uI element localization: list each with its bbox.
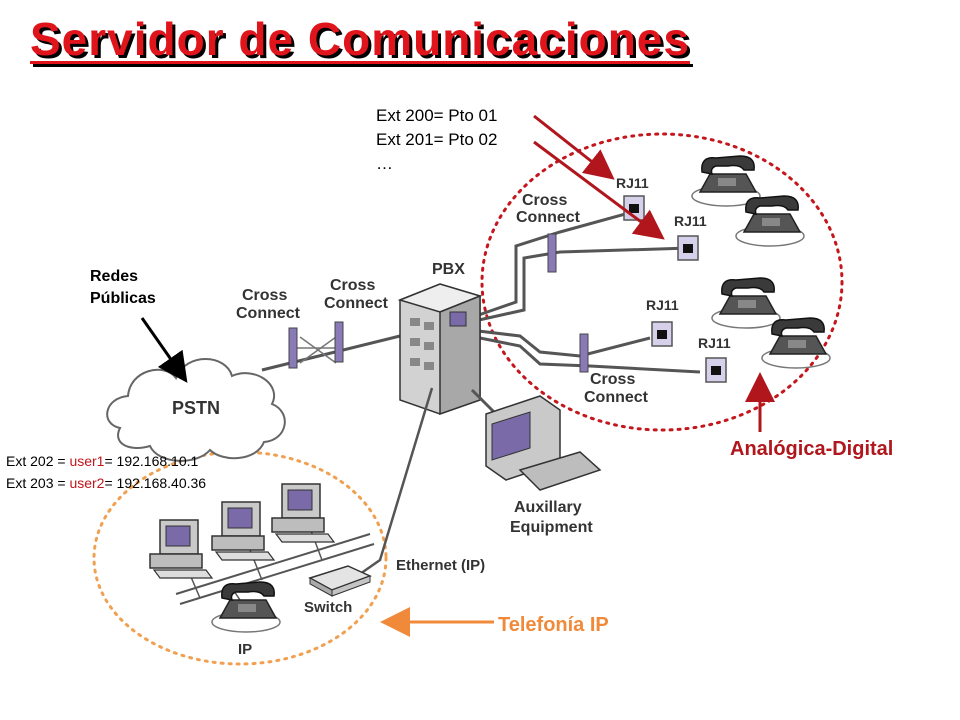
rj11-label: RJ11 xyxy=(674,213,707,229)
rj11-label: RJ11 xyxy=(616,175,649,191)
auxiliary-label: Auxillary xyxy=(514,499,582,516)
pstn-label: PSTN xyxy=(172,398,220,418)
arrow-to-rj11 xyxy=(533,140,665,240)
cross-connect-label: Connect xyxy=(324,295,389,312)
arrow-to-rj11 xyxy=(533,114,615,180)
rj11-jack xyxy=(705,357,727,383)
pstn-cloud xyxy=(106,358,286,462)
pbx-server-icon xyxy=(397,283,483,416)
cross-connect-block xyxy=(547,233,557,273)
rj11-jack xyxy=(677,235,699,261)
cross-connect-label: Cross xyxy=(330,277,375,294)
cross-connect-label: Cross xyxy=(242,287,287,304)
analog-digital-label: Analógica-Digital xyxy=(730,438,894,460)
auxiliary-label: Equipment xyxy=(510,519,593,536)
analog-zone-circle xyxy=(480,132,844,432)
ip-label: IP xyxy=(238,641,252,658)
ip-telephony-label: Telefonía IP xyxy=(498,614,609,636)
ip-extension: Ext 202 = user1= 192.168.10.1 xyxy=(6,453,199,469)
analog-phone-icon xyxy=(761,317,831,369)
cross-connect-label: Cross xyxy=(590,371,635,388)
cross-connect-label: Connect xyxy=(236,305,301,322)
analog-phone-icon xyxy=(691,155,761,207)
page-title: Servidor de Comunicaciones xyxy=(30,13,690,65)
rj11-label: RJ11 xyxy=(646,297,679,313)
rj11-label: RJ11 xyxy=(698,335,731,351)
analog-extension-list: Ext 200= Pto 01 Ext 201= Pto 02 … xyxy=(376,104,497,176)
ip-extension: Ext 203 = user2= 192.168.40.36 xyxy=(6,475,207,491)
cross-connect-label: Connect xyxy=(516,209,581,226)
ip-extension-list: Ext 202 = user1= 192.168.10.1 Ext 203 = … xyxy=(6,450,206,494)
analog-extension: Ext 200= Pto 01 xyxy=(376,106,498,125)
analog-extension: … xyxy=(376,154,393,173)
auxiliary-pc-icon xyxy=(485,395,602,491)
public-networks-label: Redes Públicas xyxy=(90,268,156,307)
switch-icon xyxy=(308,565,372,597)
switch-label: Switch xyxy=(304,599,352,616)
ip-zone-circle xyxy=(92,450,388,666)
ip-pc-icon xyxy=(149,519,213,579)
ip-phone-icon xyxy=(211,581,281,633)
arrow-to-pstn xyxy=(140,317,188,383)
cross-connect-block xyxy=(579,333,589,373)
pbx-label: PBX xyxy=(432,261,465,278)
analog-extension: Ext 201= Pto 02 xyxy=(376,130,498,149)
ethernet-label: Ethernet (IP) xyxy=(396,557,485,574)
ip-pc-icon xyxy=(271,483,335,543)
cross-connect-block xyxy=(288,327,298,369)
cross-connect-label: Connect xyxy=(584,389,649,406)
cross-connect-label: Cross xyxy=(522,192,567,209)
ip-pc-icon xyxy=(211,501,275,561)
cross-connect-block xyxy=(334,321,344,363)
analog-phone-icon xyxy=(735,195,805,247)
analog-phone-icon xyxy=(711,277,781,329)
rj11-jack xyxy=(651,321,673,347)
